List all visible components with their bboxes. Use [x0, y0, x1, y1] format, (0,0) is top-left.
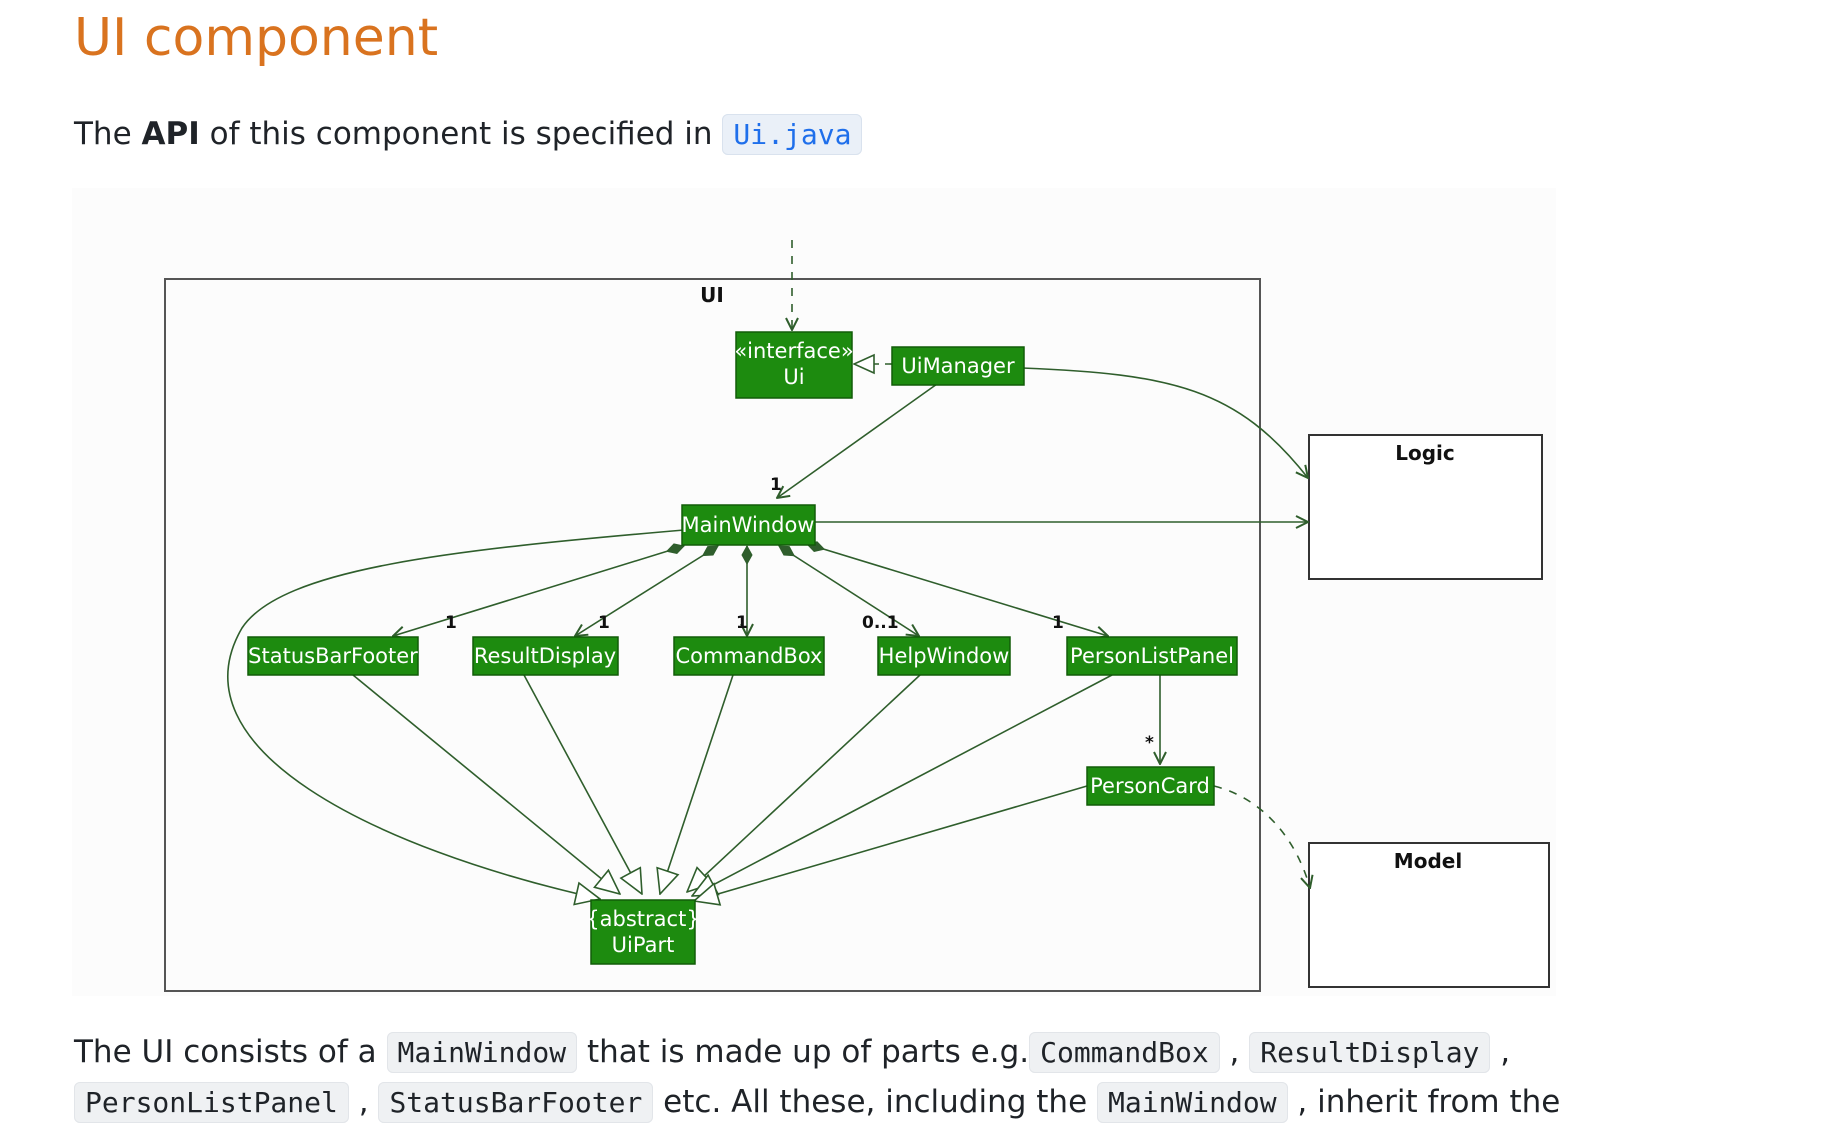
code-statusbarfooter: StatusBarFooter	[378, 1082, 654, 1123]
model-label: Model	[1394, 849, 1462, 873]
statusbarfooter-name: StatusBarFooter	[248, 644, 418, 668]
class-uipart: {abstract} UiPart	[586, 899, 700, 965]
edge-mw-statusbar	[393, 546, 684, 636]
edge-commandbox-uipart	[660, 674, 734, 894]
code-mainwindow: MainWindow	[386, 1032, 578, 1073]
desc-text-4: , inherit from the	[1287, 1084, 1561, 1120]
resultdisplay-name: ResultDisplay	[474, 644, 616, 668]
desc-sep-2: ,	[1490, 1034, 1511, 1070]
logic-label: Logic	[1395, 441, 1455, 465]
code-personlistpanel: PersonListPanel	[74, 1082, 349, 1123]
mult-personcard: *	[1145, 733, 1154, 753]
model-box	[1308, 842, 1550, 988]
desc-sep-1: ,	[1219, 1034, 1250, 1070]
ui-package-frame	[164, 278, 1261, 992]
edge-personlistpanel-uipart	[692, 674, 1113, 896]
helpwindow-name: HelpWindow	[879, 644, 1010, 668]
class-uimanager: UiManager	[891, 346, 1025, 386]
desc-text-1: The UI consists of a	[74, 1034, 387, 1070]
mult-personlistpanel: 1	[1052, 613, 1064, 633]
personlistpanel-name: PersonListPanel	[1070, 644, 1234, 668]
page-title: UI component	[74, 8, 439, 68]
personcard-name: PersonCard	[1090, 774, 1210, 798]
logic-box	[1308, 434, 1543, 580]
mult-commandbox: 1	[736, 613, 748, 633]
uipart-name: UiPart	[612, 933, 675, 957]
mult-statusbar: 1	[445, 613, 457, 633]
edge-mainwindow-uipart	[227, 529, 685, 899]
api-bold: API	[141, 116, 200, 152]
class-commandbox: CommandBox	[673, 636, 825, 676]
ui-class-diagram: UI Logic Model	[72, 188, 1556, 996]
ui-java-link[interactable]: Ui.java	[722, 114, 863, 155]
mult-uimanager-mainwindow: 1	[770, 475, 782, 495]
code-mainwindow-2: MainWindow	[1097, 1082, 1288, 1123]
uipart-stereotype: {abstract}	[586, 907, 699, 931]
class-personcard: PersonCard	[1086, 766, 1215, 806]
ui-interface-stereotype: «interface»	[734, 339, 853, 363]
desc-text-2: that is made up of parts e.g.	[577, 1034, 1030, 1070]
edge-statusbar-uipart	[352, 674, 620, 894]
api-prefix: The	[74, 116, 142, 152]
edge-mw-personlistpanel	[807, 544, 1108, 636]
edge-resultdisplay-uipart	[523, 674, 642, 894]
code-resultdisplay: ResultDisplay	[1249, 1032, 1491, 1073]
edge-personcard-model	[1213, 785, 1310, 888]
mainwindow-name: MainWindow	[682, 513, 815, 537]
ui-interface-name: Ui	[783, 365, 804, 389]
class-mainwindow: MainWindow	[681, 504, 816, 546]
description-line-2: PersonListPanel , StatusBarFooter etc. A…	[74, 1077, 1560, 1128]
class-resultdisplay: ResultDisplay	[472, 636, 619, 676]
api-middle: of this component is specified in	[199, 116, 723, 152]
edge-mw-resultdisplay	[575, 545, 718, 636]
uimanager-name: UiManager	[901, 354, 1015, 378]
description-line-1: The UI consists of a MainWindow that is …	[74, 1027, 1510, 1078]
class-ui-interface: «interface» Ui	[734, 331, 854, 399]
desc-text-3: etc. All these, including the	[653, 1084, 1097, 1120]
ui-package-label: UI	[700, 283, 724, 307]
desc-sep-3: ,	[348, 1084, 379, 1120]
api-intro: The API of this component is specified i…	[74, 109, 863, 160]
code-commandbox: CommandBox	[1029, 1032, 1220, 1073]
class-statusbarfooter: StatusBarFooter	[247, 636, 419, 676]
commandbox-name: CommandBox	[676, 644, 823, 668]
diagram-svg: UI Logic Model	[164, 240, 1550, 992]
class-personlistpanel: PersonListPanel	[1066, 636, 1238, 676]
edge-personcard-uipart	[694, 785, 1088, 901]
mult-helpwindow: 0..1	[862, 613, 899, 633]
edge-helpwindow-uipart	[687, 674, 921, 892]
edge-uimanager-mainwindow	[777, 383, 938, 498]
class-helpwindow: HelpWindow	[877, 636, 1011, 676]
edge-uimanager-logic	[1021, 367, 1308, 478]
mult-resultdisplay: 1	[598, 613, 610, 633]
